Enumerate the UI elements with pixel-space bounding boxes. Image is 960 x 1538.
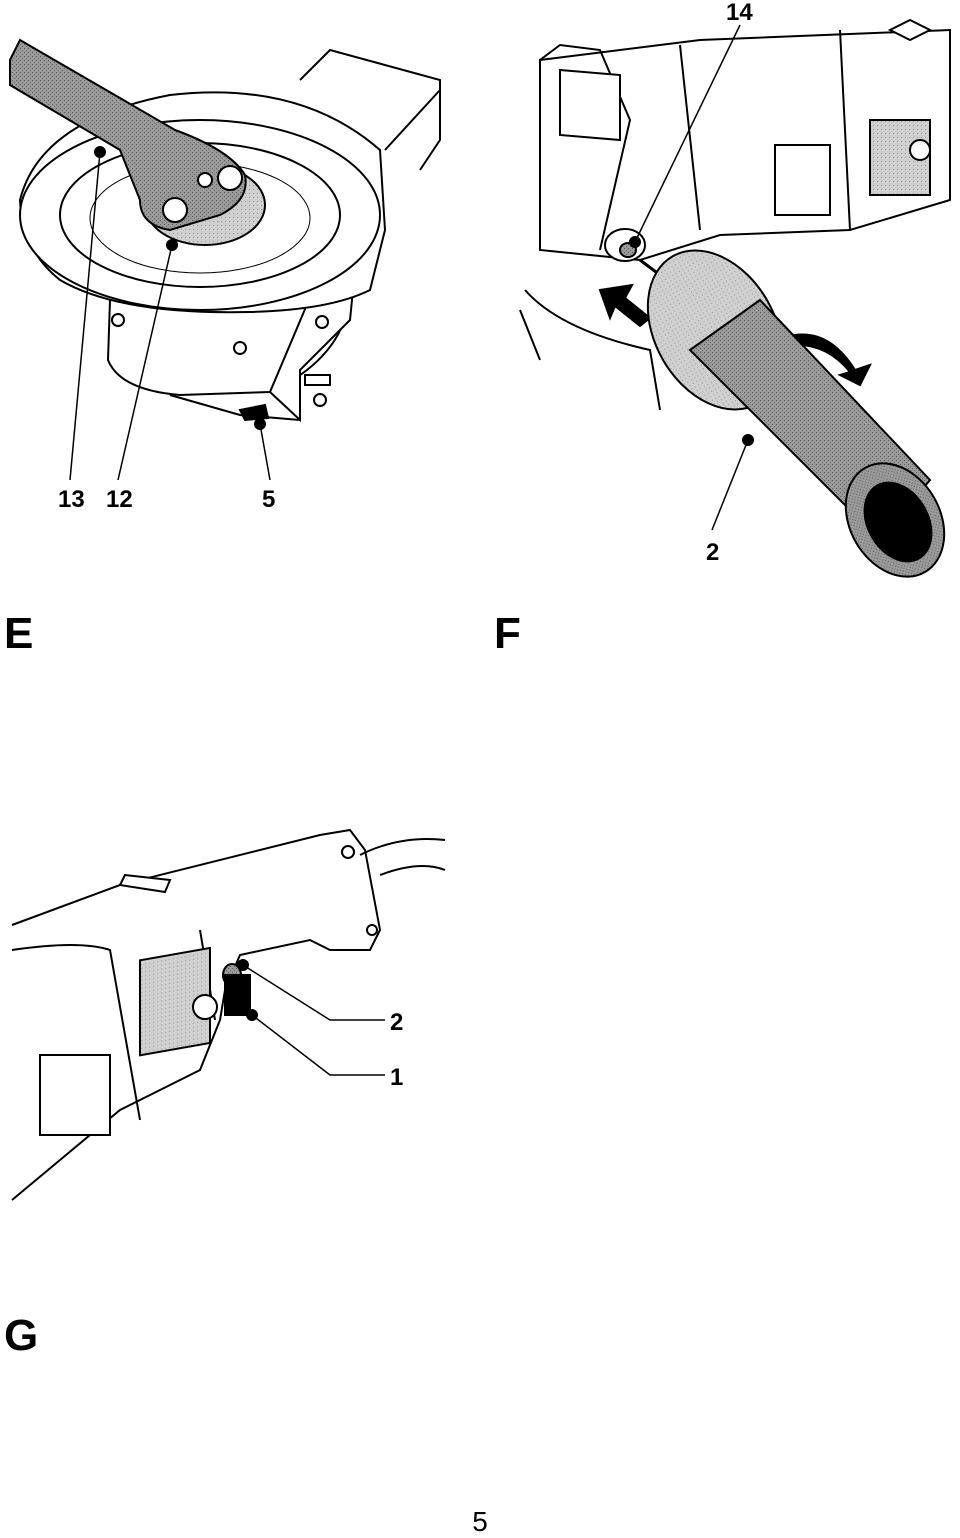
- two-pin-spanner: [9, 38, 247, 232]
- page-number: 5: [472, 1506, 488, 1537]
- callout-2-g: 2: [390, 1009, 403, 1036]
- callout-1-g: 1: [390, 1064, 403, 1091]
- callout-12-e: 12: [106, 486, 133, 513]
- rotate-arrow: [793, 333, 872, 387]
- callout-14-f: 14: [726, 0, 753, 26]
- insert-arrow: [598, 283, 652, 328]
- figure-g: [11, 828, 446, 1201]
- on-off-switch: [224, 974, 251, 1016]
- callout-5-e: 5: [262, 486, 275, 513]
- figure-letter-e: E: [4, 609, 33, 658]
- figure-f: [519, 18, 951, 578]
- figure-e: [9, 38, 441, 481]
- callout-2-f: 2: [706, 539, 719, 566]
- figure-letter-f: F: [494, 609, 521, 658]
- figure-letter-g: G: [4, 1311, 38, 1360]
- callout-13-e: 13: [58, 486, 85, 513]
- spindle-lock-button: [238, 403, 270, 422]
